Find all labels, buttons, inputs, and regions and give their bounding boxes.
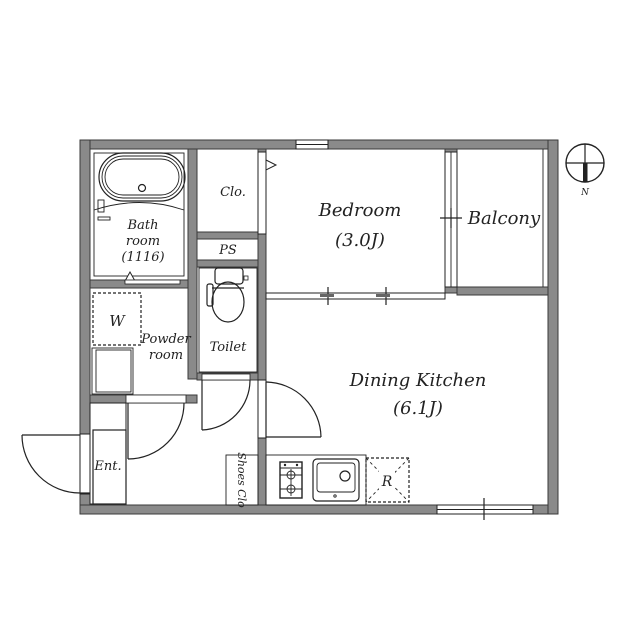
balcony-label: Balcony <box>467 208 541 229</box>
shoes-closet <box>225 454 259 506</box>
powder-room-label: Powder <box>140 332 191 347</box>
outer-walls <box>79 139 559 515</box>
window-top <box>295 139 329 150</box>
bathroom-label: Bath <box>127 218 159 233</box>
balcony-door <box>440 151 462 288</box>
powder-room-door <box>127 402 185 460</box>
refrigerator-label: R <box>381 474 393 490</box>
bedroom-sliding-door <box>265 287 446 305</box>
stove-icon <box>279 461 303 499</box>
bathroom-fixtures <box>93 152 186 285</box>
entrance-label: Ent. <box>93 459 121 474</box>
powder-room-label-2: room <box>149 348 183 363</box>
toilet-door <box>201 373 251 431</box>
bedroom-label: Bedroom <box>318 200 402 221</box>
kitchen-door <box>257 379 322 439</box>
compass-north-label: N <box>580 188 590 198</box>
bedroom-size: (3.0J) <box>335 230 385 251</box>
dining-kitchen-size: (6.1J) <box>393 398 443 419</box>
powder-room-fixtures <box>91 292 187 404</box>
bathroom-label-2: room <box>126 234 160 249</box>
kitchen-counter <box>265 454 367 506</box>
closet-label: Clo. <box>220 185 246 200</box>
compass-icon <box>565 143 605 183</box>
toilet-label: Toilet <box>210 340 247 355</box>
closet-door <box>257 151 278 235</box>
ps-label: PS <box>218 243 237 258</box>
dining-kitchen-label: Dining Kitchen <box>349 370 487 391</box>
shoes-closet-label: Shoes Clo <box>235 452 248 508</box>
entrance <box>21 402 127 505</box>
bathroom-size: (1116) <box>121 250 164 265</box>
refrigerator-space <box>365 457 410 503</box>
sink-icon <box>312 458 360 502</box>
window-bottom <box>436 498 534 520</box>
washer-label: W <box>109 312 126 330</box>
toilet-fixture <box>198 267 258 373</box>
